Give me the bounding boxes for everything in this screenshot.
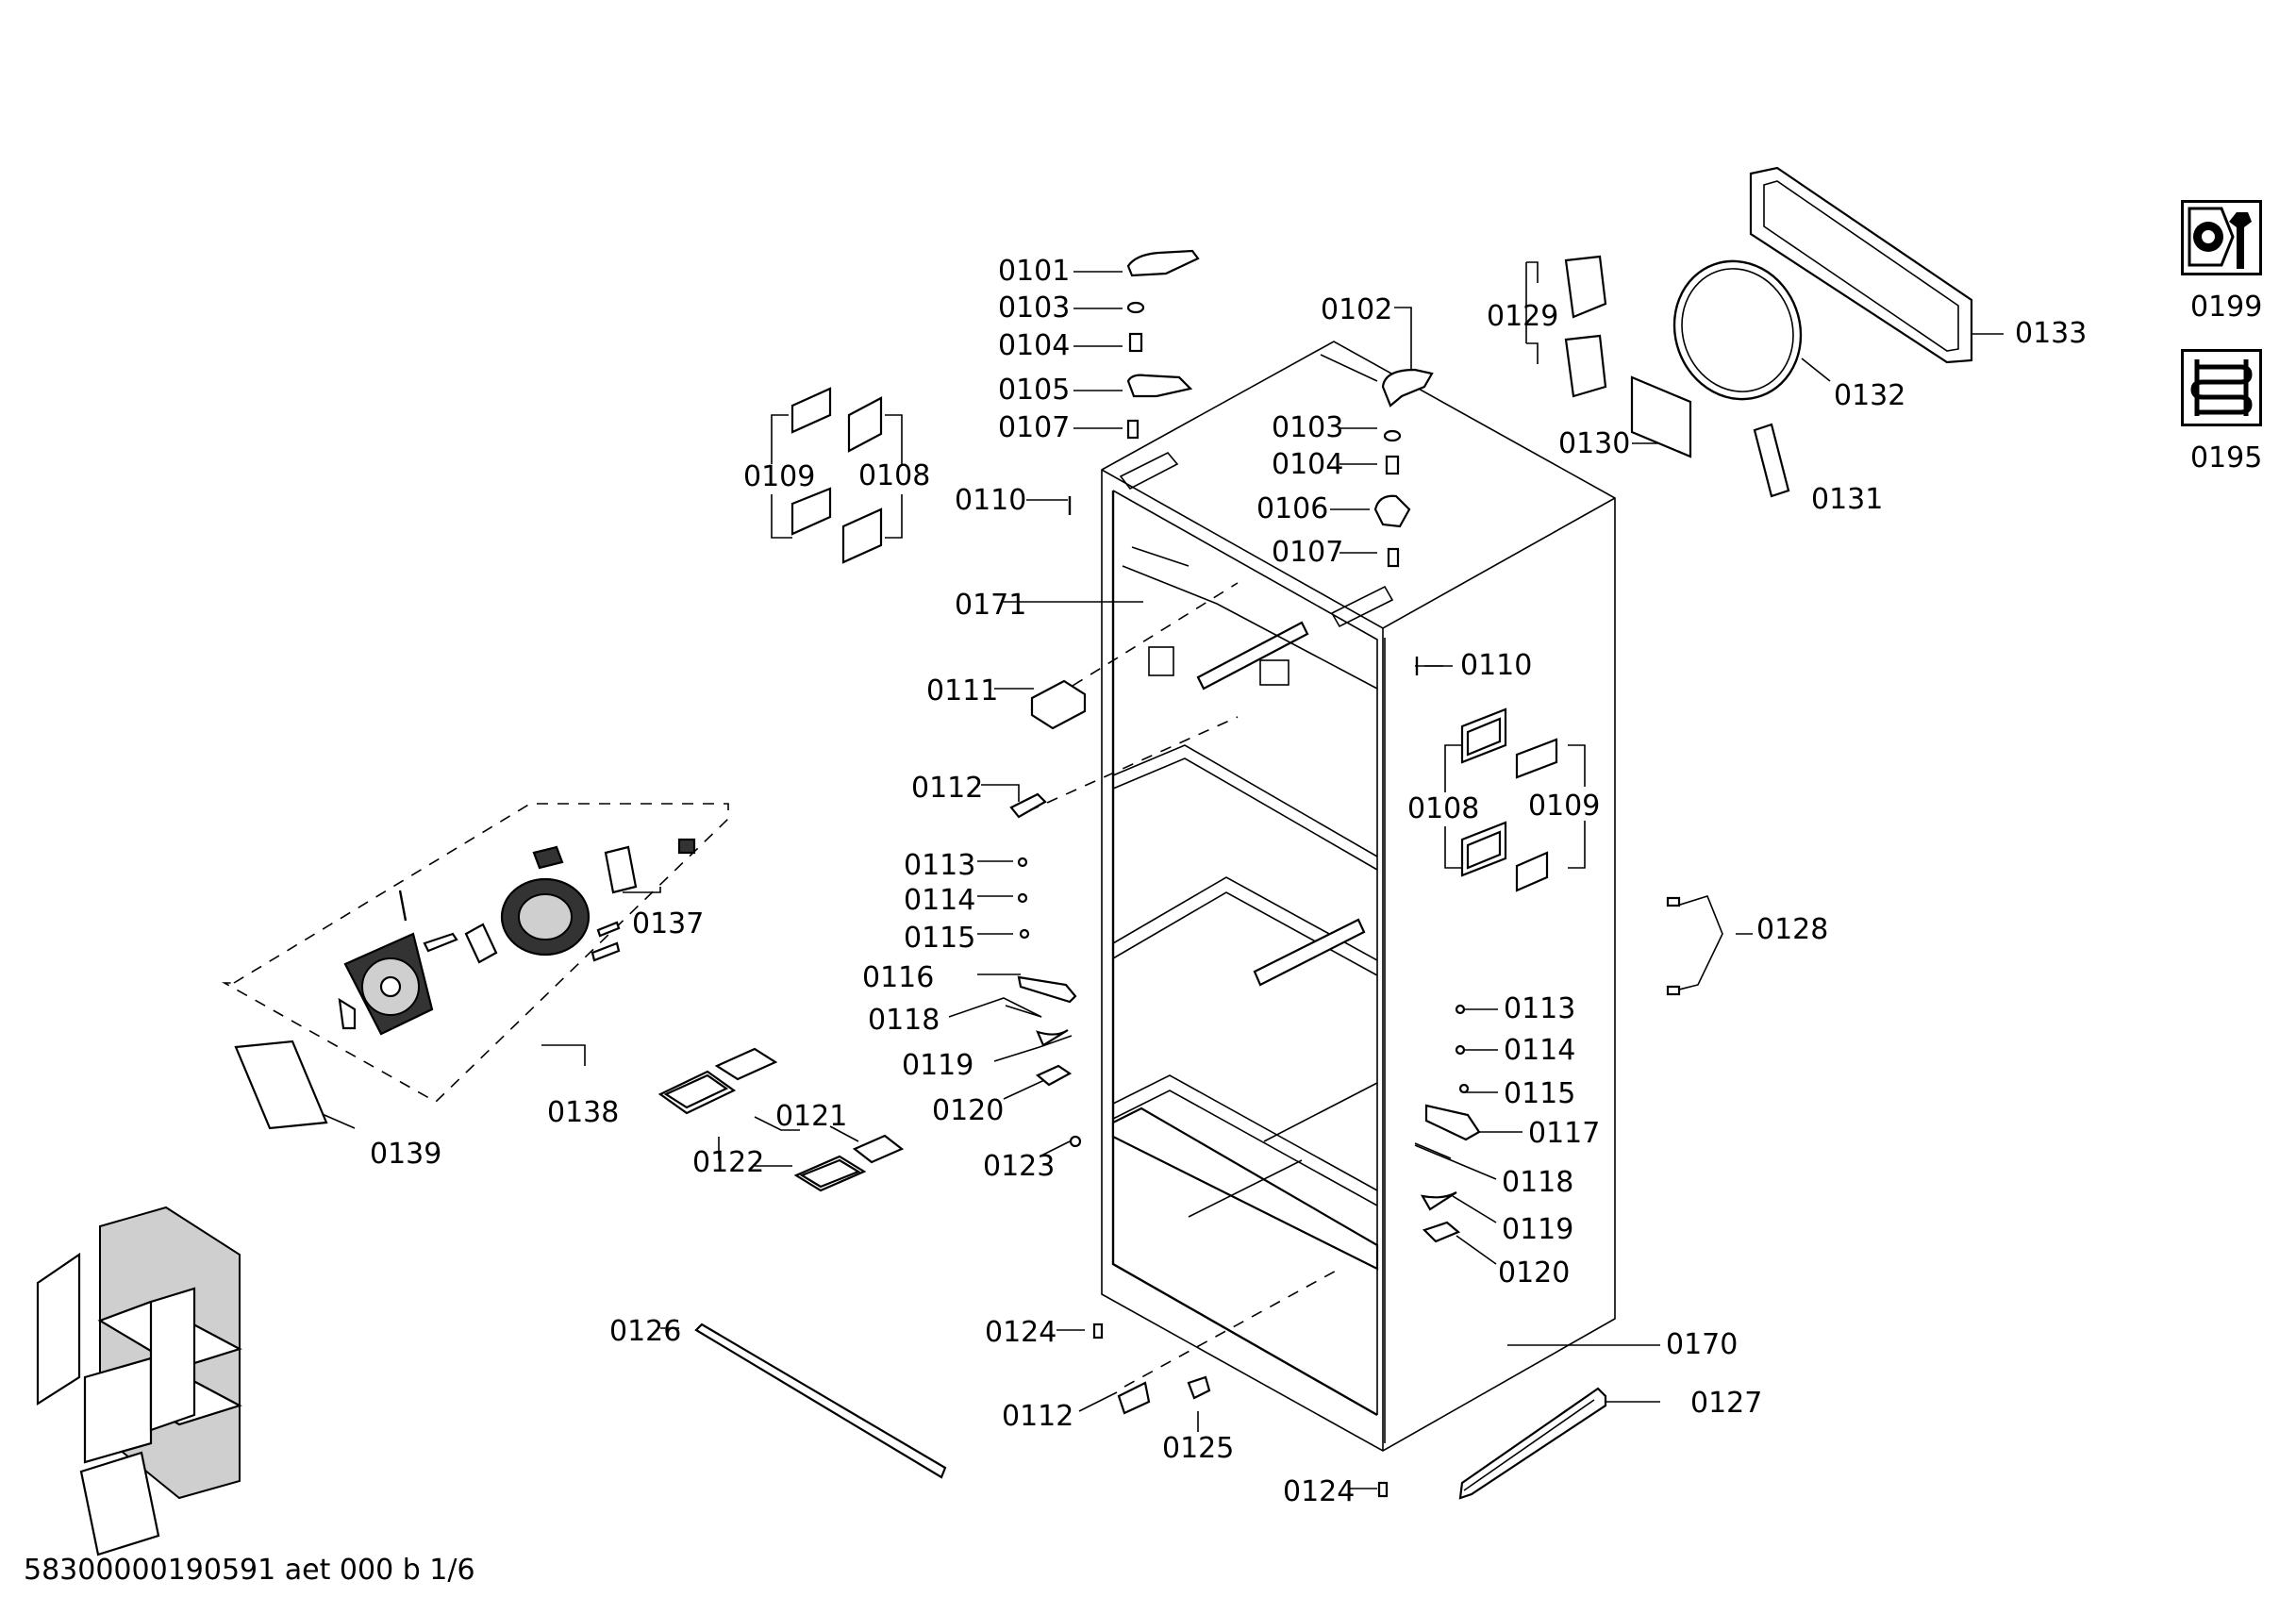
part-0107-bolt (1126, 419, 1140, 440)
part-0106-hinge (1373, 494, 1411, 528)
label-0115: 0115 (904, 922, 976, 955)
part-0125 (1187, 1375, 1211, 1400)
label-0104-right: 0104 (1272, 448, 1344, 481)
cabinet-0170 (1101, 341, 1616, 1452)
part-0128-sensor (1666, 895, 1723, 996)
part-0127-rail (1458, 1387, 1607, 1500)
label-0103-right: 0103 (1272, 411, 1344, 444)
part-0104b-sleeve (1385, 455, 1400, 475)
label-0106: 0106 (1256, 492, 1329, 525)
bracket-lines (771, 414, 1586, 869)
label-0127: 0127 (1690, 1387, 1763, 1420)
part-0105-hinge (1126, 374, 1193, 398)
label-0117: 0117 (1528, 1117, 1601, 1150)
part-0112 (1009, 792, 1151, 1415)
label-0109-right: 0109 (1528, 790, 1601, 823)
label-0138: 0138 (547, 1096, 620, 1129)
label-0104: 0104 (998, 329, 1071, 362)
wrench-service-icon (2181, 200, 2262, 275)
fan-assembly-0137-0138 (338, 838, 696, 1036)
label-0110: 0110 (955, 484, 1027, 517)
label-0107: 0107 (998, 411, 1071, 444)
label-0112: 0112 (911, 772, 984, 805)
label-0170: 0170 (1666, 1328, 1739, 1361)
part-0103-seal (1126, 301, 1145, 314)
part-0102-hinge (1381, 368, 1434, 408)
part-0111 (1030, 679, 1087, 730)
part-0123 (1069, 1135, 1082, 1148)
label-0105: 0105 (998, 374, 1071, 407)
part-0129-0131 (1564, 255, 1790, 498)
part-0124 (1092, 1323, 1389, 1498)
label-0110-right: 0110 (1460, 649, 1533, 682)
wrench-icon (2188, 207, 2252, 269)
label-0137: 0137 (632, 907, 705, 940)
coil-icon (2190, 359, 2253, 416)
label-0120: 0120 (932, 1094, 1005, 1127)
label-0118-right: 0118 (1502, 1166, 1574, 1199)
part-0126-rail (694, 1323, 947, 1479)
coil-evaporator-icon (2181, 349, 2262, 426)
label-0112-lower: 0112 (1002, 1400, 1074, 1433)
label-0122: 0122 (692, 1146, 765, 1179)
part-0101 (1126, 249, 1200, 277)
label-0111: 0111 (926, 674, 999, 707)
label-0124: 0124 (985, 1316, 1057, 1349)
label-0126: 0126 (609, 1315, 682, 1348)
part-0108-0109-upper (790, 387, 883, 564)
assembly-lines (221, 582, 1340, 1388)
label-0130: 0130 (1558, 427, 1631, 460)
label-0109: 0109 (743, 460, 816, 493)
label-0102: 0102 (1321, 293, 1393, 326)
parts-0113-0120-left (1005, 857, 1077, 1087)
part-0108-0109-lower (1460, 707, 1558, 892)
leader-lines (310, 261, 2004, 1489)
label-0114-right: 0114 (1504, 1034, 1576, 1067)
parts-0113-0120-right (1414, 1004, 1481, 1243)
label-0107-right: 0107 (1272, 536, 1344, 569)
label-0120-right: 0120 (1498, 1256, 1571, 1290)
label-0118: 0118 (868, 1004, 940, 1037)
label-0123: 0123 (983, 1150, 1056, 1183)
label-0113: 0113 (904, 849, 976, 882)
label-0131: 0131 (1811, 483, 1884, 516)
label-0132: 0132 (1834, 379, 1906, 412)
label-0125: 0125 (1162, 1432, 1235, 1465)
label-0199: 0199 (2190, 291, 2263, 324)
label-0119-right: 0119 (1502, 1213, 1574, 1246)
label-0101: 0101 (998, 255, 1071, 288)
label-0171: 0171 (955, 589, 1027, 622)
label-0108: 0108 (858, 459, 931, 492)
label-0121: 0121 (775, 1100, 848, 1133)
label-0114: 0114 (904, 884, 976, 917)
label-0195: 0195 (2190, 441, 2263, 474)
label-0108-right: 0108 (1407, 792, 1480, 825)
part-0133-frame (1749, 166, 1973, 364)
part-0107b-bolt (1387, 547, 1400, 568)
part-0139-cover (234, 1040, 328, 1130)
label-0129: 0129 (1487, 300, 1559, 333)
part-0110-screw (1068, 496, 1419, 675)
label-0113-right: 0113 (1504, 992, 1576, 1025)
document-footer-code: 58300000190591 aet 000 b 1/6 (24, 1554, 475, 1587)
label-0116: 0116 (862, 961, 935, 994)
label-0133: 0133 (2015, 317, 2088, 350)
label-0103: 0103 (998, 291, 1071, 324)
part-0103b-seal (1383, 429, 1402, 442)
label-0119: 0119 (902, 1049, 974, 1082)
label-0124-lower: 0124 (1283, 1475, 1356, 1508)
part-0121-0122 (657, 1047, 905, 1192)
label-0139: 0139 (370, 1138, 442, 1171)
overview-cabinet-icon (36, 1206, 242, 1556)
label-0115-right: 0115 (1504, 1077, 1576, 1110)
part-0132-gasket (1672, 259, 1803, 401)
part-0104-sleeve (1128, 332, 1143, 353)
label-0128: 0128 (1756, 913, 1829, 946)
